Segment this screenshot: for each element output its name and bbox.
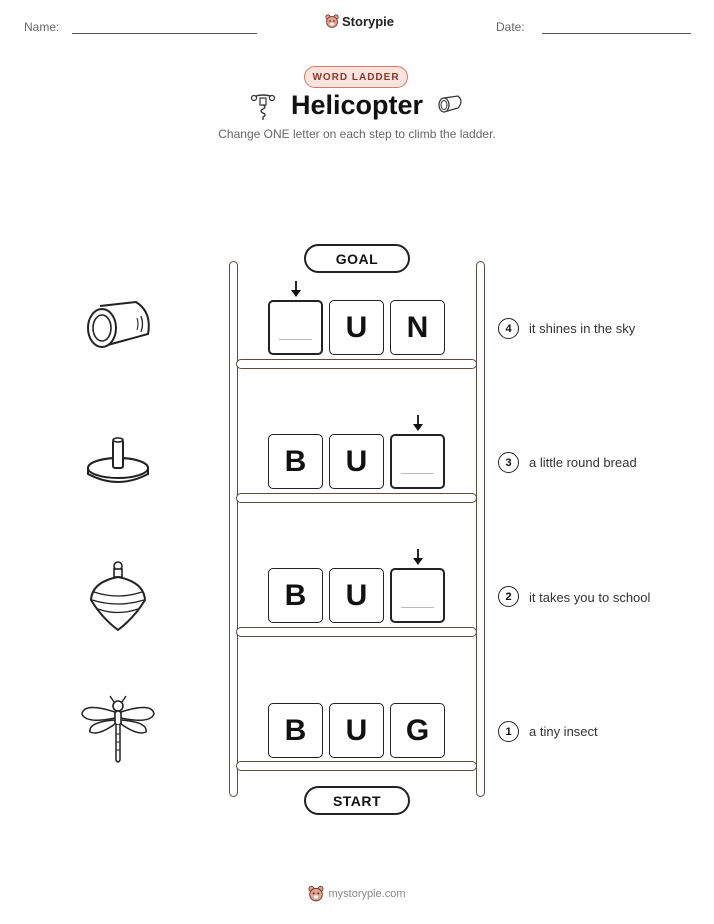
- name-line[interactable]: [72, 33, 257, 34]
- step-number: 3: [498, 452, 519, 473]
- instructions: Change ONE letter on each step to climb …: [218, 127, 496, 141]
- letter-input-blank[interactable]: [390, 434, 445, 489]
- letter-tile: G: [390, 703, 445, 758]
- letter-tile: U: [329, 434, 384, 489]
- letter-input-blank[interactable]: [268, 300, 323, 355]
- can-icon: [87, 300, 150, 348]
- letter-tile: U: [329, 300, 384, 355]
- corkscrew-icon: [250, 94, 276, 120]
- arrow-down-icon: [413, 415, 423, 431]
- brand-name: Storypie: [342, 14, 395, 29]
- ladder-left-rail: [229, 261, 238, 797]
- step-number: 1: [498, 721, 519, 742]
- name-label: Name:: [24, 20, 60, 34]
- clue-text: it takes you to school: [529, 590, 651, 605]
- page-title: Helicopter: [290, 90, 424, 120]
- spinning-top-icon: [87, 437, 149, 483]
- bear-icon: [308, 885, 325, 902]
- goal-label: GOAL: [304, 244, 410, 273]
- step-number: 4: [498, 318, 519, 339]
- letter-tile: U: [329, 568, 384, 623]
- footer: mystorypie.com: [0, 885, 714, 903]
- letter-tile: B: [268, 434, 323, 489]
- ladder-right-rail: [476, 261, 485, 797]
- clue-text: a little round bread: [529, 455, 637, 470]
- start-label: START: [304, 786, 410, 815]
- letter-tile: U: [329, 703, 384, 758]
- letter-tile: B: [268, 703, 323, 758]
- ladder-rung: [236, 761, 477, 771]
- spinning-top-icon: [89, 561, 147, 632]
- can-icon: [438, 95, 462, 113]
- ladder-rung: [236, 493, 477, 503]
- clue-text: it shines in the sky: [529, 321, 636, 336]
- ladder-rung: [236, 359, 477, 369]
- clue-text: a tiny insect: [529, 724, 598, 739]
- letter-input-blank[interactable]: [390, 568, 445, 623]
- arrow-down-icon: [413, 549, 423, 565]
- brand-logo: Storypie: [325, 14, 394, 29]
- ladder-rung: [236, 627, 477, 637]
- letter-tile: B: [268, 568, 323, 623]
- arrow-down-icon: [291, 281, 301, 297]
- bear-icon: [325, 14, 339, 28]
- word-ladder-badge: WORD LADDER: [304, 66, 408, 88]
- footer-url[interactable]: mystorypie.com: [328, 888, 406, 900]
- date-label: Date:: [496, 20, 525, 34]
- date-line[interactable]: [542, 33, 691, 34]
- letter-tile: N: [390, 300, 445, 355]
- step-number: 2: [498, 586, 519, 607]
- dragonfly-icon: [81, 695, 155, 763]
